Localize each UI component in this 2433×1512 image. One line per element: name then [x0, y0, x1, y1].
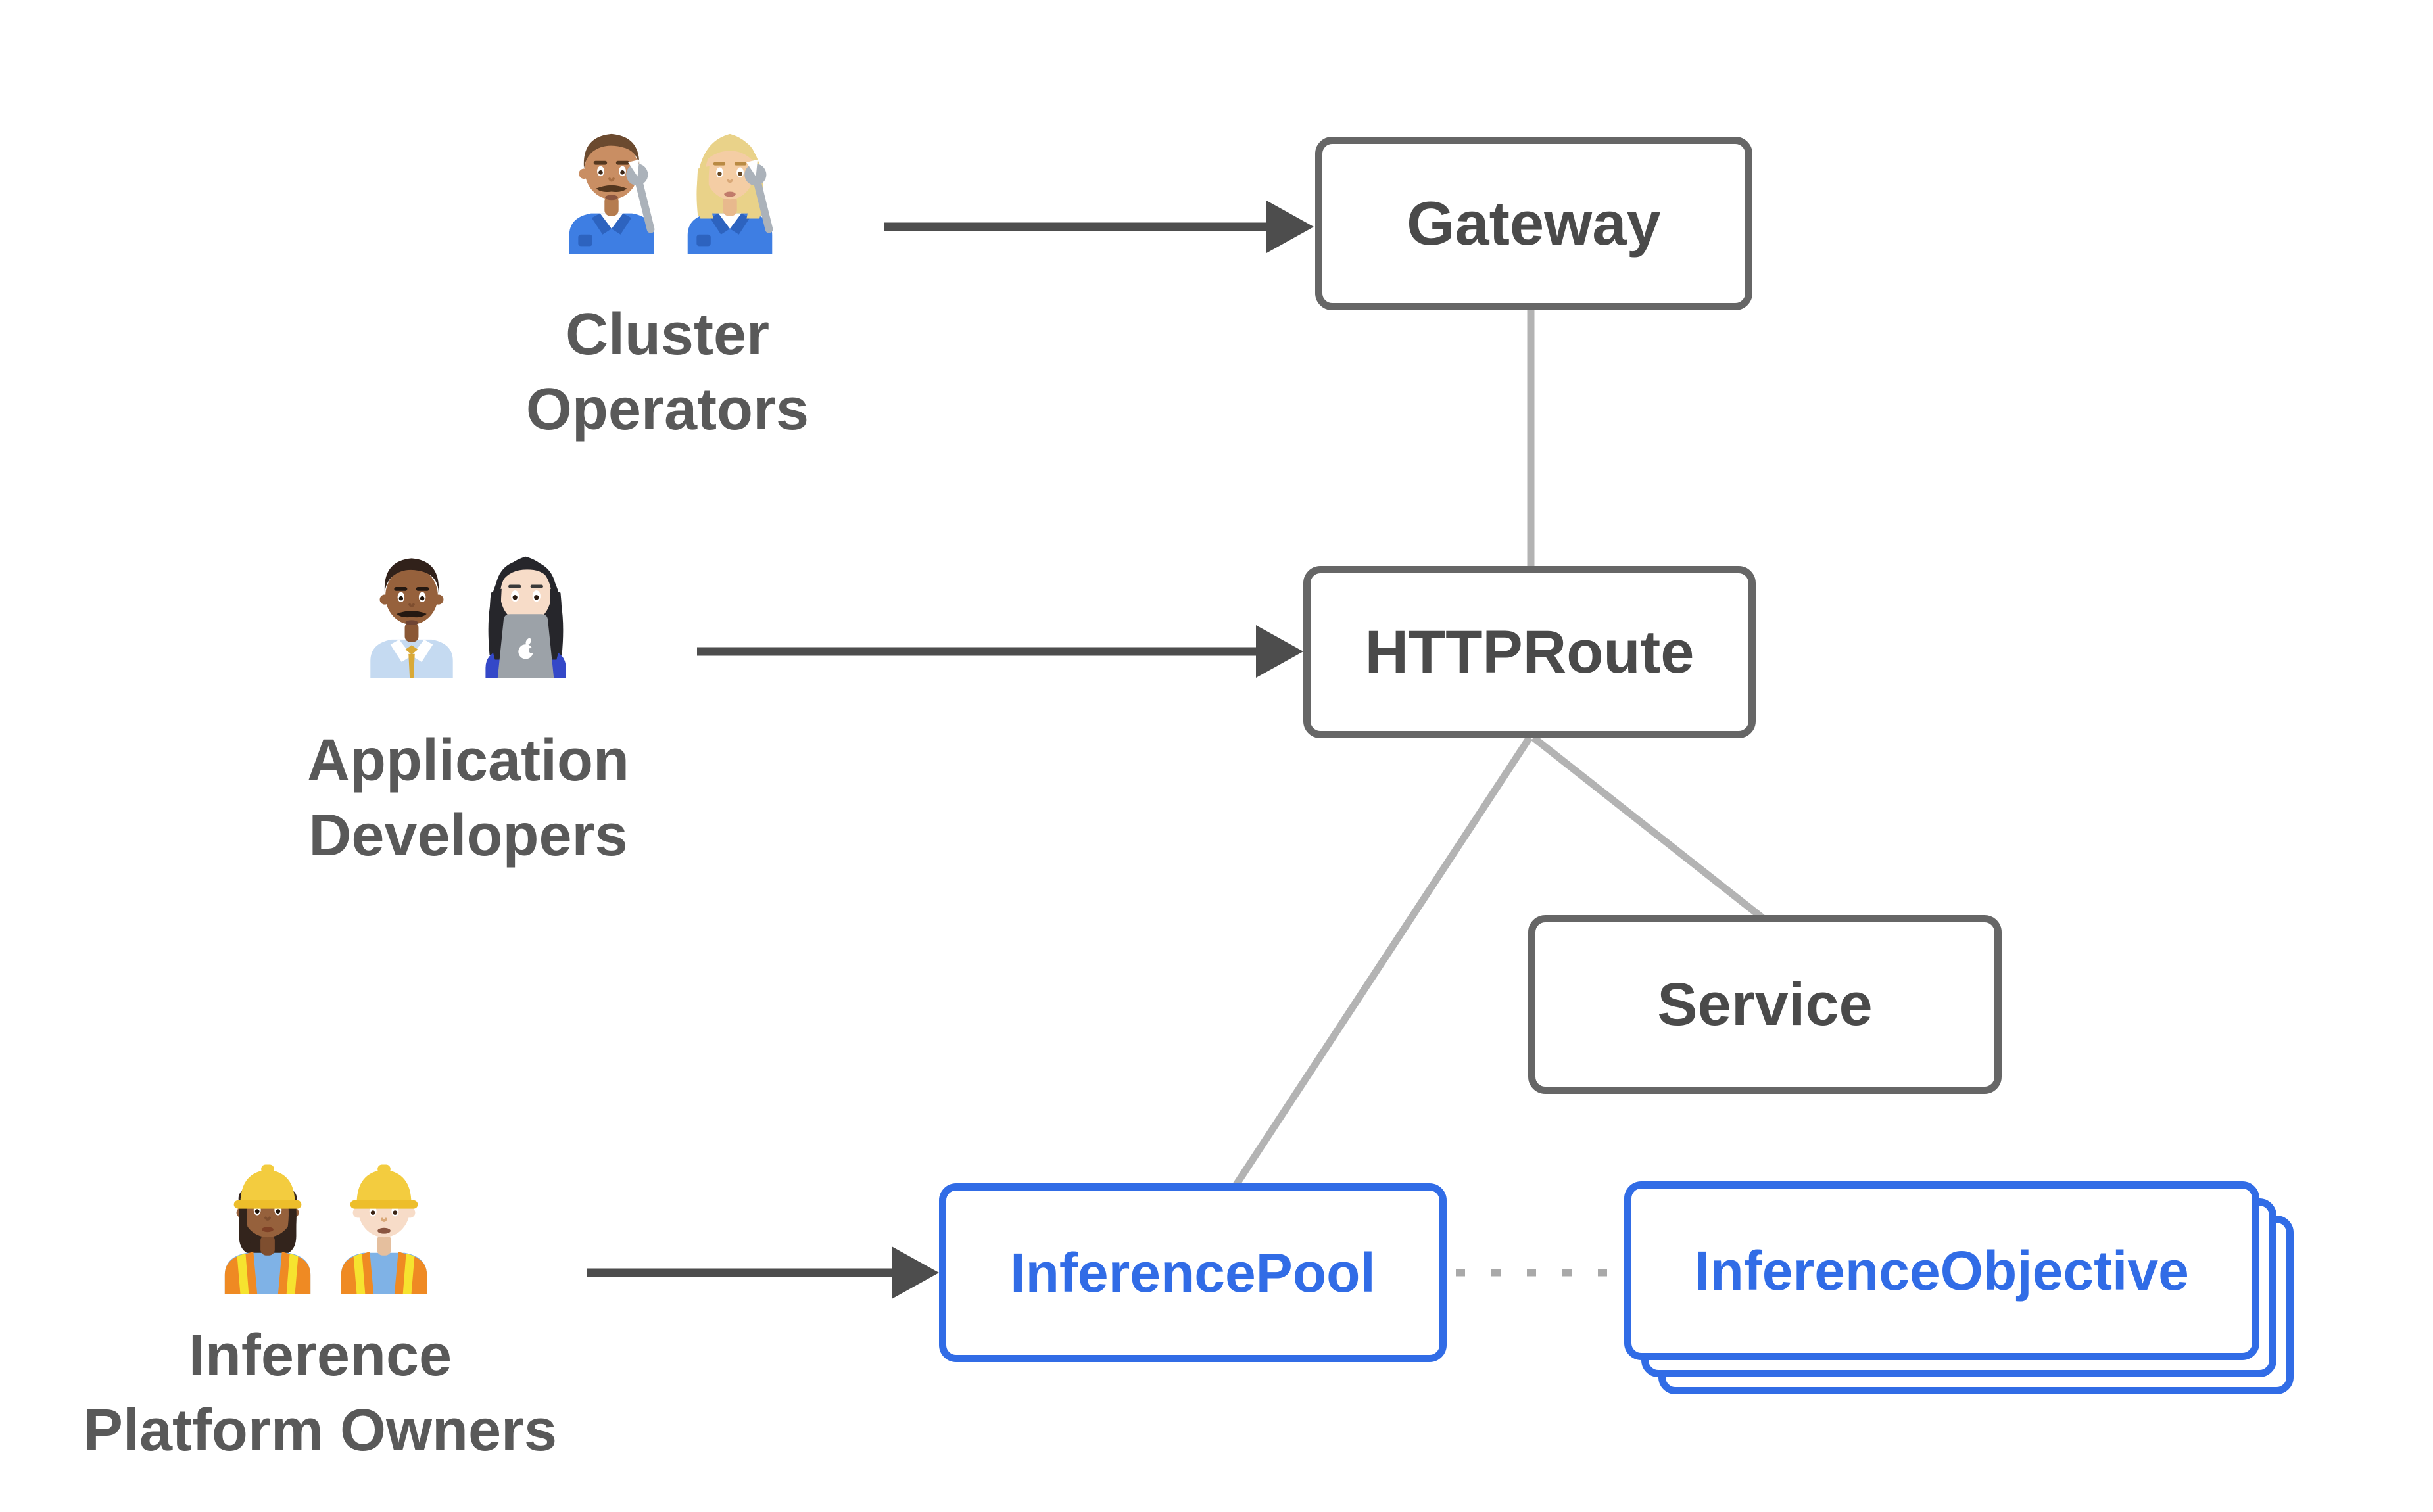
gateway-node: Gateway — [1315, 137, 1752, 310]
man-office-worker-icon — [370, 558, 453, 678]
cluster-operators-gateway-arrow — [884, 201, 1314, 253]
woman-technologist-icon — [485, 556, 566, 678]
httproute-label: HTTPRoute — [1364, 618, 1695, 686]
application-developers-label: Application Developers — [307, 728, 629, 869]
application-developers-httproute-arrow — [697, 625, 1303, 678]
inferenceobjective-label: InferenceObjective — [1695, 1239, 2189, 1302]
inference-platform-owners-label: Inference Platform Owners — [83, 1323, 558, 1464]
man-mechanic-icon — [569, 133, 655, 254]
woman-construction-worker-icon — [224, 1164, 311, 1294]
inferencepool-label: InferencePool — [1010, 1241, 1376, 1304]
httproute-node: HTTPRoute — [1303, 566, 1756, 738]
httproute-service-line — [1531, 734, 1765, 921]
inferencepool-node: InferencePool — [939, 1183, 1447, 1362]
service-node: Service — [1528, 915, 2002, 1094]
woman-mechanic-icon — [687, 133, 773, 254]
inferenceobjective-node: InferenceObjective — [1624, 1181, 2259, 1360]
httproute-inferencepool-line — [1233, 735, 1533, 1187]
inference-platform-owners-inferencepool-arrow — [587, 1246, 939, 1299]
service-label: Service — [1657, 970, 1873, 1038]
man-construction-worker-icon — [341, 1164, 427, 1294]
cluster-operators-label: Cluster Operators — [525, 302, 809, 443]
gateway-label: Gateway — [1407, 189, 1661, 258]
